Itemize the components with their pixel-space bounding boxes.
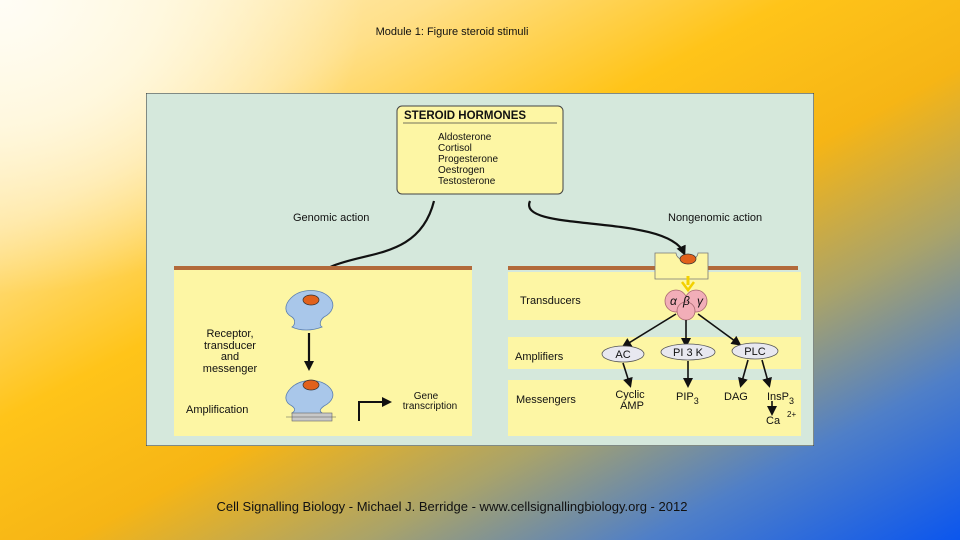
hormone-item: Oestrogen: [438, 165, 485, 176]
right-membrane: [508, 266, 798, 270]
amp-plc-label: PLC: [744, 346, 765, 358]
nongenomic-arrow: [528, 200, 686, 256]
arrow-to-dag: [738, 359, 749, 388]
membrane-receptor: [654, 252, 709, 293]
steroid-ligand: [679, 253, 697, 265]
steroid-hormones-box: STEROID HORMONES Aldosterone Cortisol Pr…: [396, 105, 564, 195]
receptor-label-line: transducer: [204, 340, 256, 352]
intracellular-receptor: [285, 290, 334, 331]
receptor-label-line: Receptor,: [206, 328, 253, 340]
g-beta: β: [682, 294, 690, 308]
receptor-label-line: and: [221, 351, 239, 363]
hormone-item: Cortisol: [438, 143, 472, 154]
amp-ac-label: AC: [615, 349, 630, 361]
hormone-item: Aldosterone: [438, 132, 492, 143]
genomic-label: Genomic action: [293, 212, 369, 224]
msg-pip: PIP3: [676, 391, 699, 406]
transcription-label: transcription: [403, 401, 457, 412]
msg-amp: AMP: [620, 400, 644, 412]
amplifier-pi3k: PI 3 K: [660, 343, 716, 361]
receptor-label-line: messenger: [203, 363, 258, 375]
arrow-to-plc: [697, 313, 742, 346]
amplifier-ac: AC: [601, 345, 645, 363]
nongenomic-label: Nongenomic action: [668, 212, 762, 224]
g-alpha: α: [670, 294, 678, 308]
steroid-figure: STEROID HORMONES Aldosterone Cortisol Pr…: [146, 93, 814, 446]
msg-ca-superscript: 2+: [787, 410, 796, 419]
msg-dag: DAG: [724, 391, 748, 403]
arrow-to-ac: [621, 313, 677, 348]
receptor-ligand: [302, 294, 320, 306]
left-membrane: [174, 266, 472, 270]
amplifier-plc: PLC: [731, 342, 779, 360]
amp-pi3k-label: PI 3 K: [673, 347, 704, 359]
gene-label: Gene: [414, 391, 439, 402]
dna-bound-receptor: [285, 379, 336, 422]
transducers-label: Transducers: [520, 295, 581, 307]
msg-ca: Ca: [766, 415, 781, 427]
hormones-header: STEROID HORMONES: [404, 110, 526, 122]
transcription-arrow: [358, 397, 392, 421]
msg-insp: InsP3: [767, 391, 794, 406]
g-protein: α β γ: [664, 289, 708, 321]
transducers-row: [508, 272, 801, 320]
hormone-item: Progesterone: [438, 154, 498, 165]
hormone-item: Testosterone: [438, 176, 496, 187]
g-gamma: γ: [697, 294, 704, 308]
msg-cyclic: Cyclic: [615, 389, 645, 401]
messengers-label: Messengers: [516, 394, 576, 406]
amplification-label: Amplification: [186, 404, 248, 416]
arrow-to-insp3: [761, 359, 772, 388]
amplifiers-label: Amplifiers: [515, 351, 564, 363]
slide-footer: Cell Signalling Biology - Michael J. Ber…: [216, 499, 688, 514]
messengers-row: [508, 380, 801, 436]
arrow-to-cyclic-amp: [622, 362, 633, 388]
slide-title: Module 1: Figure steroid stimuli: [375, 26, 529, 38]
